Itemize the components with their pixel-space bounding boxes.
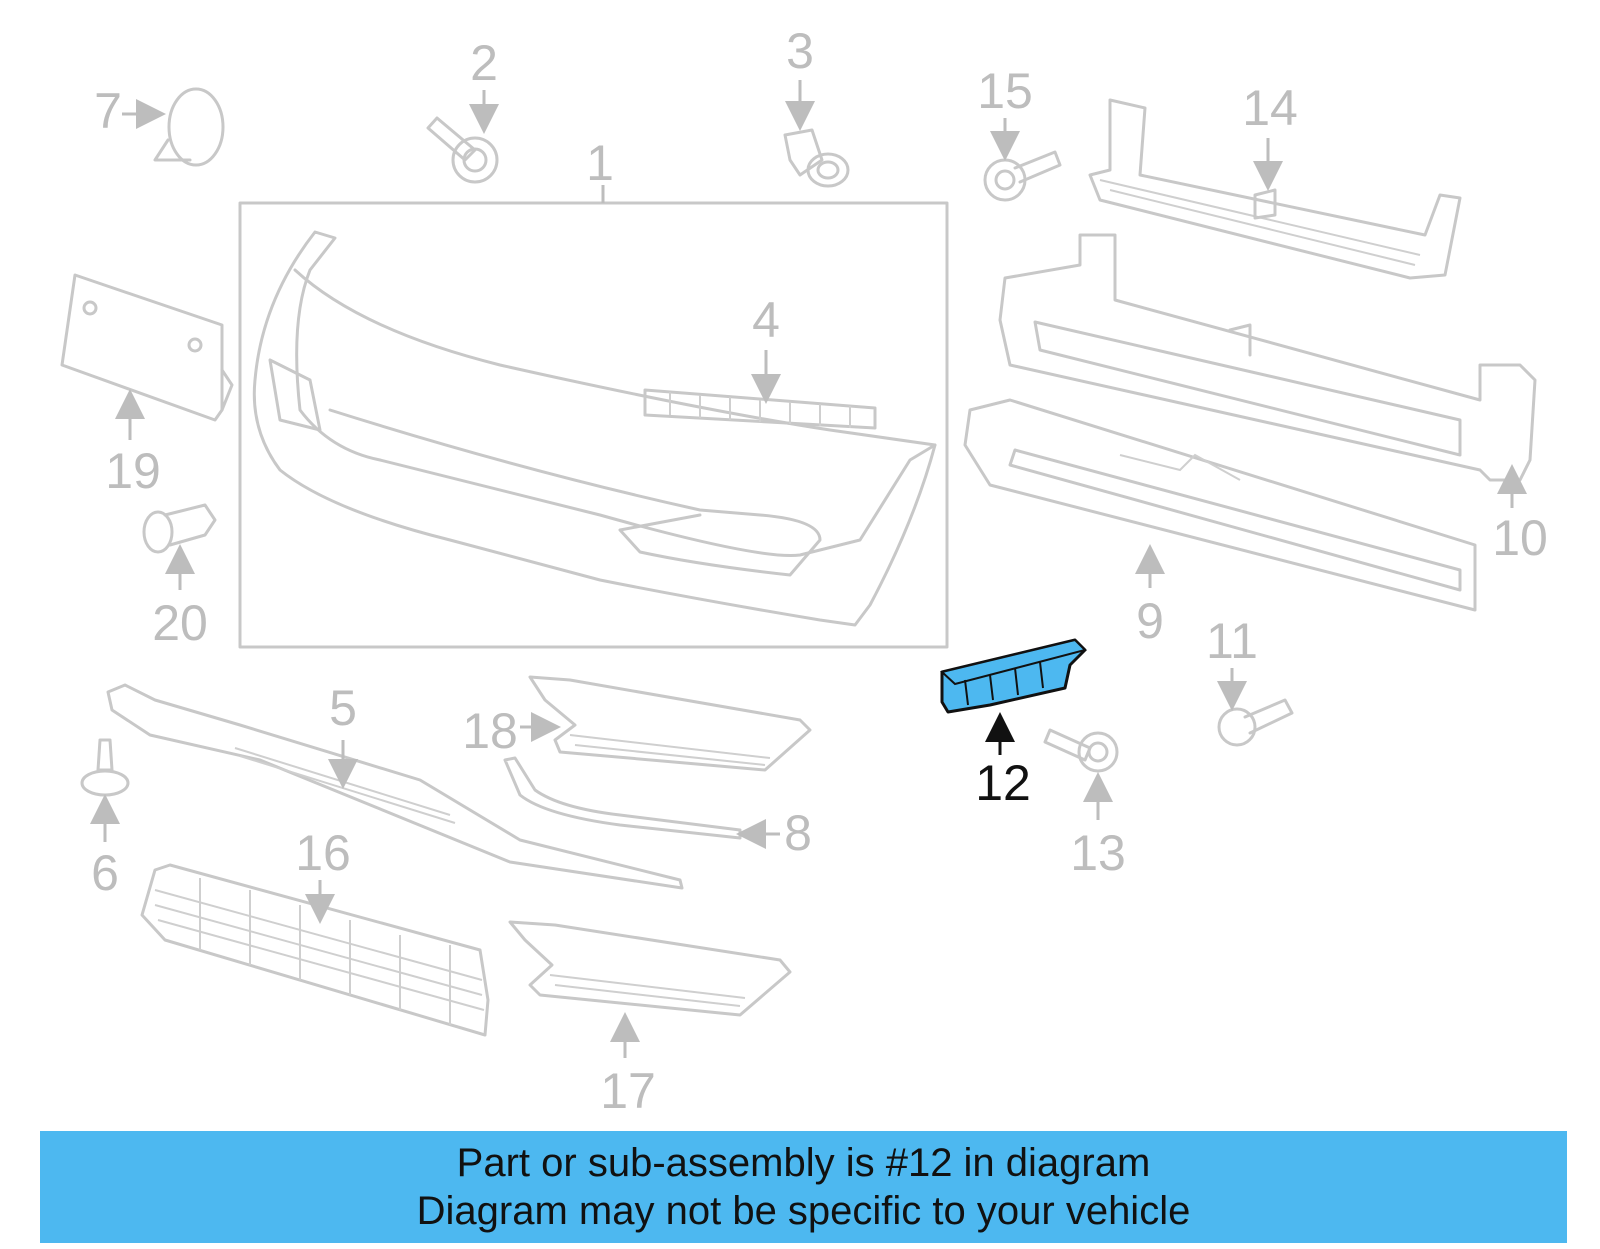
callout-7: 7 [94, 83, 122, 139]
part-8-molding [503, 756, 742, 840]
part-7-cap [153, 87, 225, 167]
part-17-fog-grille [508, 920, 792, 1017]
part-5-lower-molding [106, 683, 684, 890]
part-9-absorber [963, 398, 1477, 612]
callout-4: 4 [752, 292, 780, 348]
part-3-clip [783, 128, 850, 188]
part-19-license-bracket [60, 273, 234, 422]
banner-line-1: Part or sub-assembly is #12 in diagram [456, 1141, 1151, 1185]
part-16-lower-grille [140, 863, 490, 1037]
callout-10: 10 [1492, 510, 1548, 566]
callout-13: 13 [1070, 825, 1126, 881]
callout-19: 19 [105, 443, 161, 499]
part-10-reinforcement [998, 233, 1537, 482]
callout-18: 18 [462, 703, 518, 759]
callout-9: 9 [1136, 593, 1164, 649]
part-11-bolt [1217, 698, 1294, 747]
callout-6: 6 [91, 845, 119, 901]
part-15-bolt [983, 150, 1062, 202]
callout-16: 16 [295, 825, 351, 881]
part-6-push-pin [80, 738, 130, 797]
callout-2: 2 [470, 35, 498, 91]
callout-5: 5 [329, 680, 357, 736]
callout-17: 17 [600, 1063, 656, 1119]
callout-20: 20 [152, 595, 208, 651]
callout-3: 3 [786, 23, 814, 79]
part-14-upper-bracket [1088, 98, 1462, 280]
callout-14: 14 [1242, 80, 1298, 136]
callout-12: 12 [975, 755, 1031, 811]
banner-line-2: Diagram may not be specific to your vehi… [416, 1189, 1191, 1233]
callout-15: 15 [977, 63, 1033, 119]
part-12-highlighted-bracket[interactable] [939, 638, 1087, 714]
part-18-fog-grille [528, 675, 812, 772]
part-13-bolt [1043, 728, 1119, 773]
callout-1: 1 [586, 135, 614, 191]
info-banner: Part or sub-assembly is #12 in diagram D… [40, 1131, 1567, 1243]
callout-8: 8 [784, 805, 812, 861]
part-1-frame [238, 201, 949, 649]
part-20-push-clip [142, 503, 217, 554]
part-2-bolt [426, 116, 499, 184]
part-1-bumper-cover [238, 201, 949, 649]
callout-11: 11 [1206, 613, 1258, 669]
